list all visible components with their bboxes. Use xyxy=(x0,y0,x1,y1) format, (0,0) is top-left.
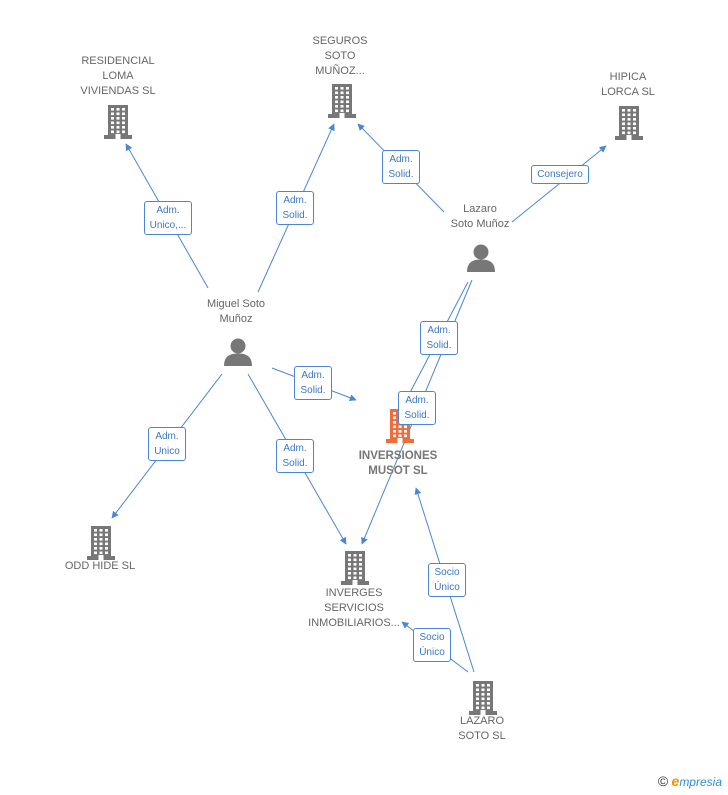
node-label-residencial[interactable]: RESIDENCIAL LOMA VIVIENDAS SL xyxy=(80,55,156,97)
node-label-lazarosl[interactable]: LAZARO SOTO SL xyxy=(458,715,506,742)
node-label-lazaro_p[interactable]: Lazaro Soto Muñoz xyxy=(450,203,510,230)
edge-label-11[interactable]: Socio Único xyxy=(413,628,451,662)
edge-label-5[interactable]: Adm. Solid. xyxy=(420,321,458,355)
node-label-oddhide[interactable]: ODD HIDE SL xyxy=(64,560,136,572)
edge-label-4[interactable]: Consejero xyxy=(531,164,589,184)
building-icon-residencial[interactable] xyxy=(104,105,132,144)
copyright-symbol: © xyxy=(657,773,669,789)
building-icon-lazarosl[interactable] xyxy=(469,681,497,720)
brand-e: e xyxy=(671,773,680,789)
node-label-hipica[interactable]: HIPICA LORCA SL xyxy=(601,71,655,98)
empresia-logo[interactable]: © empresia xyxy=(658,773,722,789)
edge-label-1[interactable]: Adm. Unico,... xyxy=(143,201,193,235)
node-label-inversiones[interactable]: INVERSIONES MUSOT SL xyxy=(358,450,438,477)
building-icon-oddhide[interactable] xyxy=(87,526,115,565)
edge-label-6[interactable]: Adm. Solid. xyxy=(294,366,332,400)
edge-label-9[interactable]: Adm. Solid. xyxy=(398,391,436,425)
building-icon-inverges[interactable] xyxy=(341,551,369,590)
node-label-seguros[interactable]: SEGUROS SOTO MUÑOZ... xyxy=(312,35,368,77)
brand-name: mpresia xyxy=(679,775,722,789)
edge-label-7[interactable]: Adm. Unico xyxy=(148,427,186,461)
person-icon-lazaro_p[interactable] xyxy=(466,244,496,277)
edge-label-8[interactable]: Adm. Solid. xyxy=(276,439,314,473)
person-icon-miguel[interactable] xyxy=(223,338,253,371)
edge-label-10[interactable]: Socio Único xyxy=(428,563,466,597)
node-label-inverges[interactable]: INVERGES SERVICIOS INMOBILIARIOS... xyxy=(308,587,400,629)
edge-label-3[interactable]: Adm. Solid. xyxy=(382,150,420,184)
building-icon-seguros[interactable] xyxy=(328,84,356,123)
edge-label-2[interactable]: Adm. Solid. xyxy=(276,191,314,225)
edge-line-4 xyxy=(511,145,607,223)
node-label-miguel[interactable]: Miguel Soto Muñoz xyxy=(206,298,266,325)
building-icon-hipica[interactable] xyxy=(615,106,643,145)
